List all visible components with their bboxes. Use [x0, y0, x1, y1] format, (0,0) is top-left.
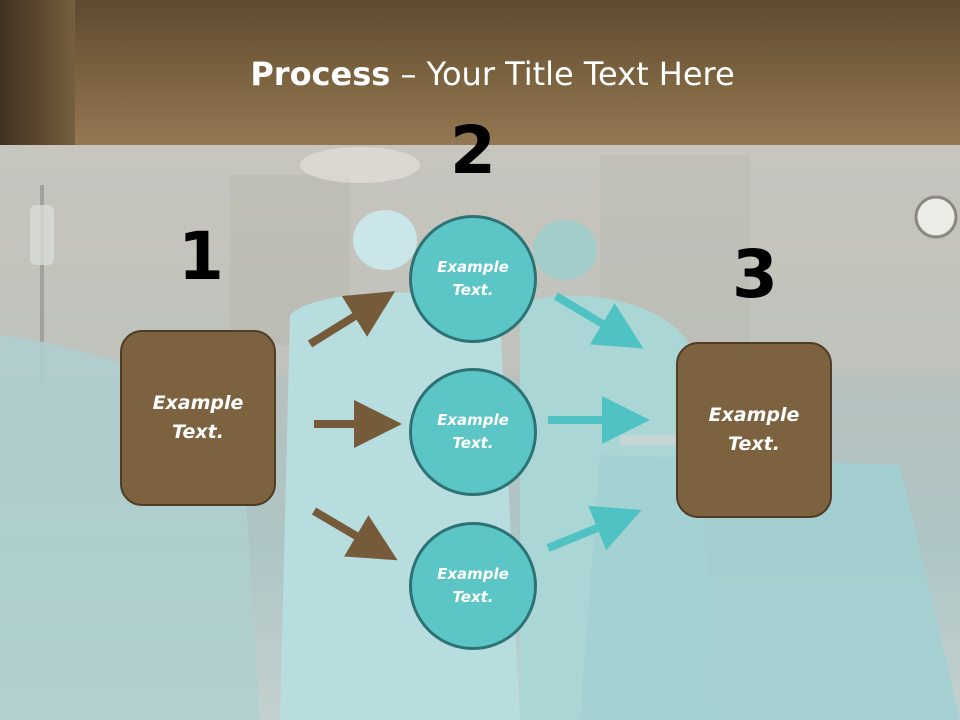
- arrow-1-to-2-bottom: [311, 507, 398, 561]
- step-1-text-line2: Text.: [172, 421, 224, 443]
- arrow-2-to-3-top: [553, 292, 644, 349]
- step-number-3: 3: [732, 236, 778, 313]
- step-3-box: Example Text.: [676, 342, 832, 518]
- step-2-circle-middle: Example Text.: [409, 368, 537, 496]
- title-rest: – Your Title Text Here: [390, 55, 735, 93]
- title-bold: Process: [250, 55, 391, 93]
- step-3-text-line1: Example: [708, 404, 800, 426]
- step-number-2: 2: [450, 112, 496, 189]
- title-bar: [0, 0, 960, 145]
- step-3-text-line2: Text.: [728, 433, 780, 455]
- circle-middle-line2: Text.: [452, 434, 494, 452]
- step-2-circle-top: Example Text.: [409, 215, 537, 343]
- circle-top-line1: Example: [437, 258, 509, 276]
- circle-bottom-line1: Example: [437, 565, 509, 583]
- step-number-1: 1: [178, 218, 224, 295]
- slide-title: Process – Your Title Text Here: [0, 55, 960, 93]
- circle-top-line2: Text.: [452, 281, 494, 299]
- step-1-text-line1: Example: [152, 392, 244, 414]
- step-1-box: Example Text.: [120, 330, 276, 506]
- circle-middle-line1: Example: [437, 411, 509, 429]
- title-bar-accent: [0, 0, 75, 145]
- arrow-2-to-3-bottom: [546, 505, 642, 552]
- step-2-circle-bottom: Example Text.: [409, 522, 537, 650]
- circle-bottom-line2: Text.: [452, 588, 494, 606]
- arrow-1-to-2-top: [307, 291, 396, 348]
